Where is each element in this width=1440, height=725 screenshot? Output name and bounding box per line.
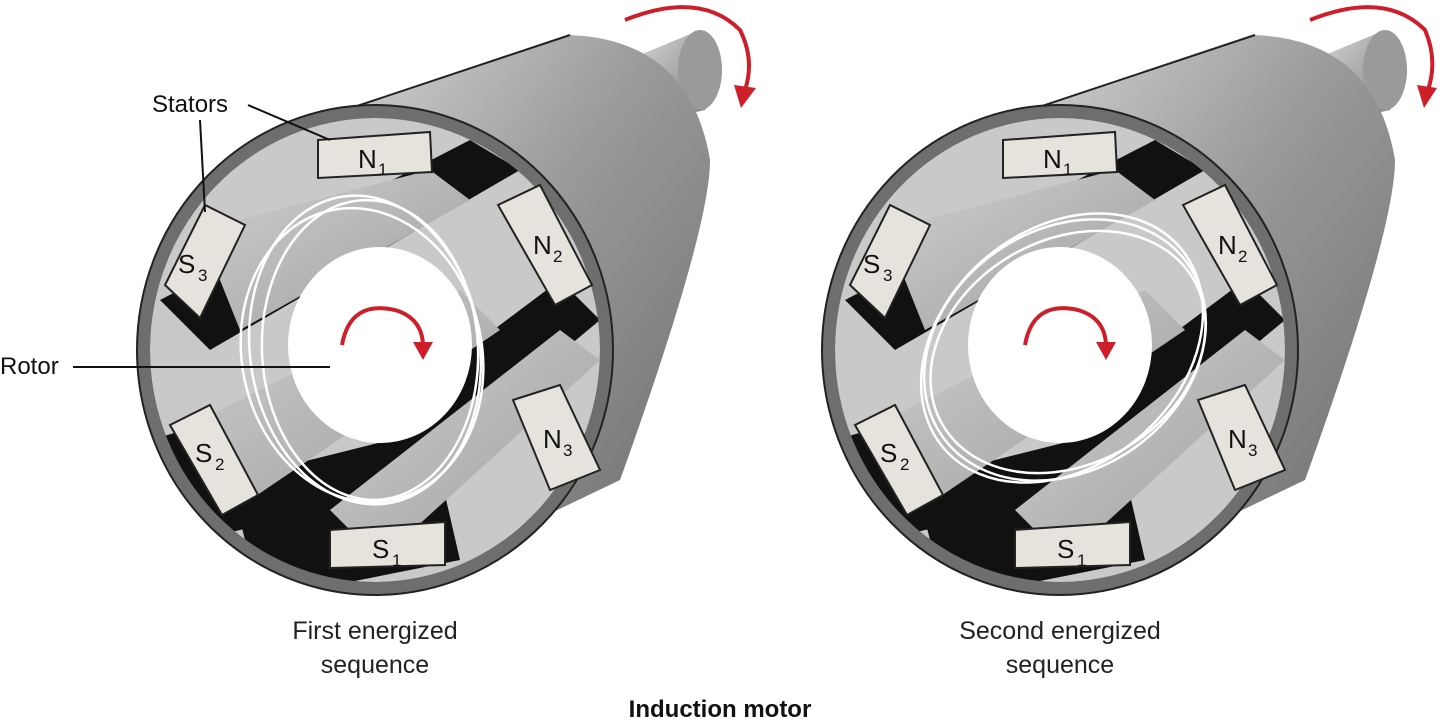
figure-title: Induction motor [628,696,812,723]
stator-n1: N 1 [317,130,434,180]
stator-n3: N 3 [511,383,602,492]
svg-text:N: N [543,424,562,454]
stator-n3: N 3 [1196,383,1287,492]
rotor [968,247,1152,443]
stator-s2: S 2 [853,403,945,517]
svg-text:S: S [195,438,212,468]
stator-s2: S 2 [168,403,260,517]
rotor-rotation-arrow [340,306,425,346]
svg-text:S: S [372,534,389,564]
stator-n1: N 1 [1002,130,1119,180]
svg-text:2: 2 [215,455,224,474]
caption-second: Second energized sequence [870,614,1250,682]
svg-text:3: 3 [198,266,207,285]
caption-line: sequence [1005,651,1115,679]
svg-text:N: N [533,230,552,260]
svg-text:N: N [1043,144,1062,174]
svg-text:2: 2 [553,247,562,266]
stator-s3: S 3 [848,203,932,320]
svg-text:1: 1 [1077,551,1086,570]
rotor [288,247,472,443]
shaft-rotation-arrow [1309,5,1435,91]
leader-line [247,104,331,141]
svg-text:S: S [1057,534,1074,564]
shaft-rotation-arrow [624,5,751,91]
svg-text:N: N [1218,230,1237,260]
svg-text:1: 1 [378,160,387,179]
svg-text:N: N [358,144,377,174]
svg-text:1: 1 [1063,160,1072,179]
svg-text:2: 2 [1238,247,1247,266]
svg-text:3: 3 [1248,441,1257,460]
svg-text:3: 3 [563,441,572,460]
motor-first-sequence: N 1 N 2 N 3 S 1 S 2 S 3 [136,5,756,596]
svg-text:3: 3 [883,266,892,285]
stators-label: Stators [152,91,228,118]
stator-s1: S 1 [329,520,446,570]
magnetic-field-lines [919,212,1208,484]
svg-text:S: S [178,249,195,279]
motor-second-sequence: N 1 N 2 N 3 S 1 S 2 S 3 [821,5,1437,596]
stator-n2: N 2 [1181,183,1279,307]
svg-text:2: 2 [900,455,909,474]
svg-text:S: S [880,438,897,468]
stator-n2: N 2 [496,183,594,307]
caption-line: sequence [320,651,430,679]
rotor-label-group: Rotor [0,353,330,380]
svg-text:1: 1 [392,551,401,570]
caption-line: First energized [292,617,458,645]
stator-s3: S 3 [163,203,247,320]
stators-label-group: Stators [152,91,331,213]
caption-first: First energized sequence [185,614,565,682]
rotor-rotation-arrow [1023,306,1108,346]
svg-text:N: N [1228,424,1247,454]
leader-line [199,119,206,213]
svg-text:S: S [863,249,880,279]
stator-s1: S 1 [1014,520,1131,570]
rotor-label: Rotor [0,353,59,380]
caption-line: Second energized [959,617,1161,645]
